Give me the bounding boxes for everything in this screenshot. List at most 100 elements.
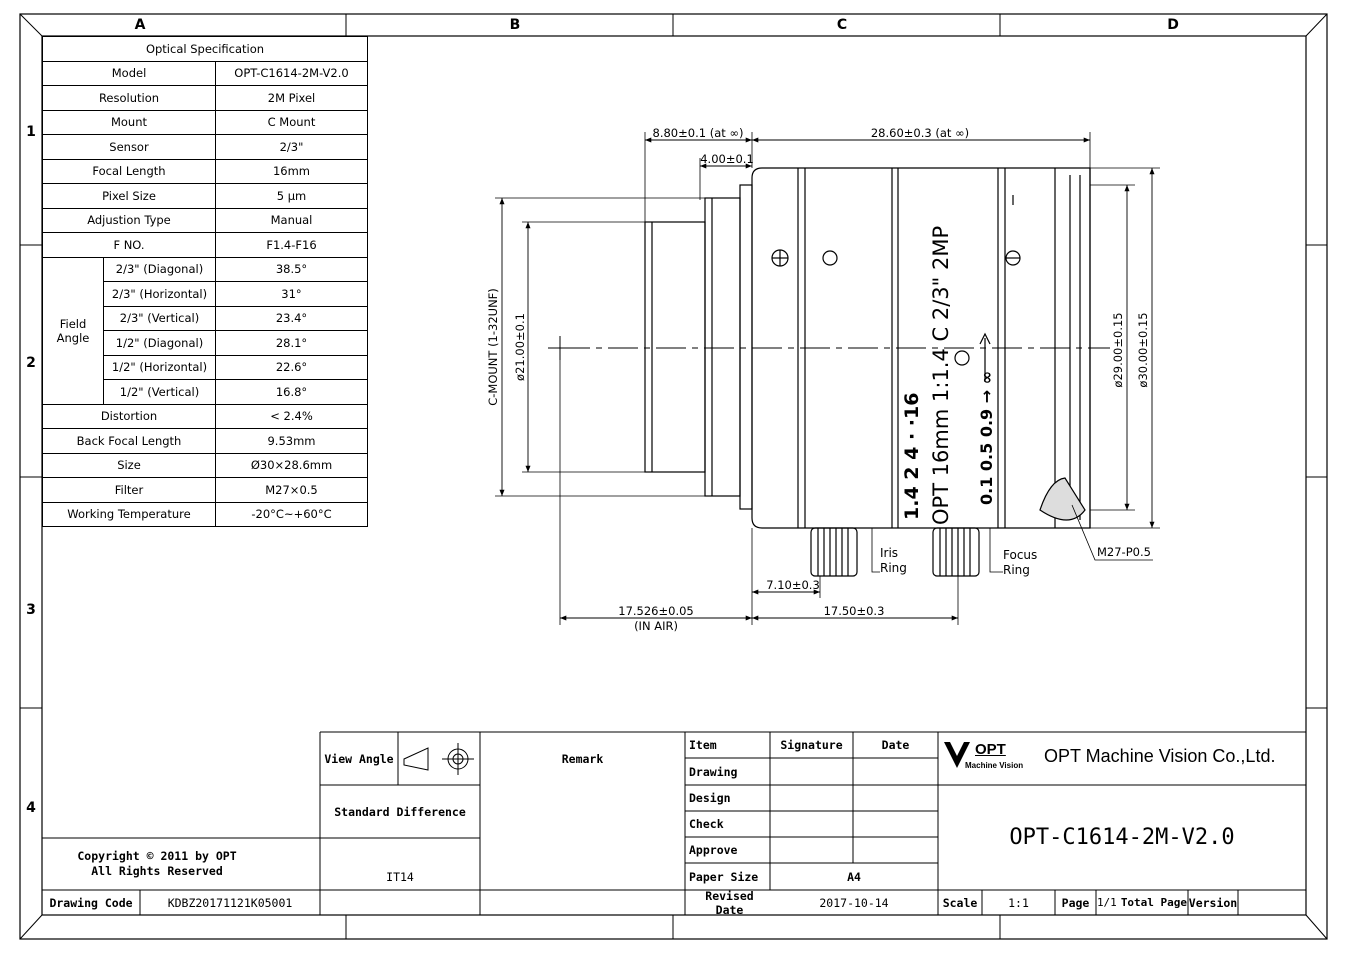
standard-difference-label: Standard Difference [334, 804, 466, 819]
extension-lines [495, 132, 1160, 625]
zone-row-1: 1 [26, 124, 36, 140]
spec-table-title: Optical Specification [42, 36, 368, 62]
logo-subtext: Machine Vision [965, 761, 1024, 770]
zone-row-2: 2 [26, 355, 36, 371]
total-page-label: Total Page [1120, 896, 1188, 909]
dim-text-30-00: ø30.00±0.15 [1136, 312, 1150, 387]
zone-col-b: B [509, 17, 521, 33]
check-row-label: Check [689, 817, 724, 831]
table-row: 2/3" (Horizontal)31° [43, 281, 368, 307]
field-angle-text: Field Angle [56, 316, 90, 345]
drawing-code-value: KDBZ20171121K05001 [167, 895, 293, 910]
zone-col-d: D [1167, 17, 1179, 33]
table-row: 2/3" (Vertical)23.4° [43, 305, 368, 331]
company-name: OPT Machine Vision Co.,Ltd. [1044, 746, 1276, 766]
dim-text-29-00: ø29.00±0.15 [1111, 312, 1125, 387]
spec-label: Distortion [42, 403, 216, 429]
paper-size-label: Paper Size [689, 869, 759, 884]
dim-text-7-10: 7.10±0.3 [766, 578, 820, 592]
spec-value: 31° [215, 281, 368, 307]
revised-date-value: 2017-10-14 [819, 895, 889, 910]
table-row: Distortion< 2.4% [42, 403, 368, 429]
tolerance-value: IT14 [386, 869, 414, 884]
projection-symbol [403, 743, 474, 775]
iris-scale-engraving: 1.4 2 4 · ·16 [901, 393, 923, 520]
zone-col-c: C [836, 17, 848, 33]
lock-screw-2 [822, 250, 838, 266]
spec-label: 1/2" (Horizontal) [103, 354, 216, 380]
dim-text-28-60: 28.60±0.3 (at ∞) [871, 126, 969, 140]
scale-label: Scale [942, 895, 978, 910]
focus-knob [932, 527, 980, 577]
remark-label: Remark [561, 751, 604, 766]
spec-label: Model [42, 60, 216, 86]
spec-label: 2/3" (Vertical) [103, 305, 216, 331]
spec-label: 1/2" (Diagonal) [103, 330, 216, 356]
spec-value: 5 μm [215, 183, 368, 209]
dim-text-21-00: ø21.00±0.1 [513, 313, 527, 381]
table-row: Working Temperature-20°C~+60°C [42, 501, 368, 527]
approve-row-label: Approve [689, 843, 738, 857]
opt-logo-icon [944, 742, 970, 768]
scale-value: 1:1 [1008, 895, 1029, 910]
spec-label: Working Temperature [42, 501, 216, 527]
spec-label: Resolution [42, 85, 216, 111]
lens-name-engraving: OPT 16mm 1:1.4 C 2/3" 2MP [929, 226, 953, 525]
design-row-label: Design [689, 791, 731, 805]
spec-value: 23.4° [215, 305, 368, 331]
spec-label: Focal Length [42, 158, 216, 184]
focus-ring-callout: Focus Ring [1003, 548, 1038, 577]
date-header: Date [881, 738, 910, 752]
spec-value: -20°C~+60°C [215, 501, 368, 527]
spec-label: 1/2" (Vertical) [103, 379, 216, 405]
drawing-code-label: Drawing Code [49, 895, 133, 910]
field-angle-label: Field Angle [42, 256, 104, 405]
table-row: 1/2" (Vertical)16.8° [43, 379, 368, 405]
spec-value: Ø30×28.6mm [215, 452, 368, 478]
zone-col-a: A [134, 17, 146, 33]
version-label: Version [1188, 895, 1238, 910]
dim-text-c-mount: C-MOUNT (1-32UNF) [486, 288, 500, 406]
zone-row-4: 4 [26, 800, 36, 816]
dim-text-17-50: 17.50±0.3 [824, 604, 885, 618]
focus-scale-engraving: 0.1 0.5 0.9 → ∞ [977, 371, 996, 505]
dim-text-17-526: 17.526±0.05 [618, 604, 693, 618]
thread-callout-text: M27-P0.5 [1097, 545, 1151, 559]
spec-value: 16.8° [215, 379, 368, 405]
spec-label: Filter [42, 477, 216, 503]
item-header: Item [689, 738, 717, 752]
dim-text-8-80: 8.80±0.1 (at ∞) [653, 126, 744, 140]
drawing-row-label: Drawing [689, 764, 738, 779]
view-angle-label: View Angle [324, 751, 394, 766]
callout-leaders [871, 504, 1153, 573]
table-row: 1/2" (Diagonal)28.1° [43, 330, 368, 356]
dim-text-in-air: (IN AIR) [634, 619, 678, 633]
iris-knob [810, 527, 858, 577]
spec-value: 28.1° [215, 330, 368, 356]
page-cell: 1/1 Total Page [1096, 890, 1188, 915]
dimension-lines [499, 137, 1155, 621]
iris-ring-callout: Iris Ring [880, 546, 907, 575]
spec-value: C Mount [215, 109, 368, 135]
zone-row-3: 3 [26, 602, 36, 618]
spec-label: Back Focal Length [42, 428, 216, 454]
spec-label: Size [42, 452, 216, 478]
page-value: 1/1 [1096, 896, 1117, 909]
part-number: OPT-C1614-2M-V2.0 [1009, 825, 1235, 850]
spec-value: < 2.4% [215, 403, 368, 429]
spec-value: OPT-C1614-2M-V2.0 [215, 60, 368, 86]
copyright-notice: Copyright © 2011 by OPT All Rights Reser… [77, 849, 237, 878]
logo-text: OPT [975, 741, 1006, 758]
